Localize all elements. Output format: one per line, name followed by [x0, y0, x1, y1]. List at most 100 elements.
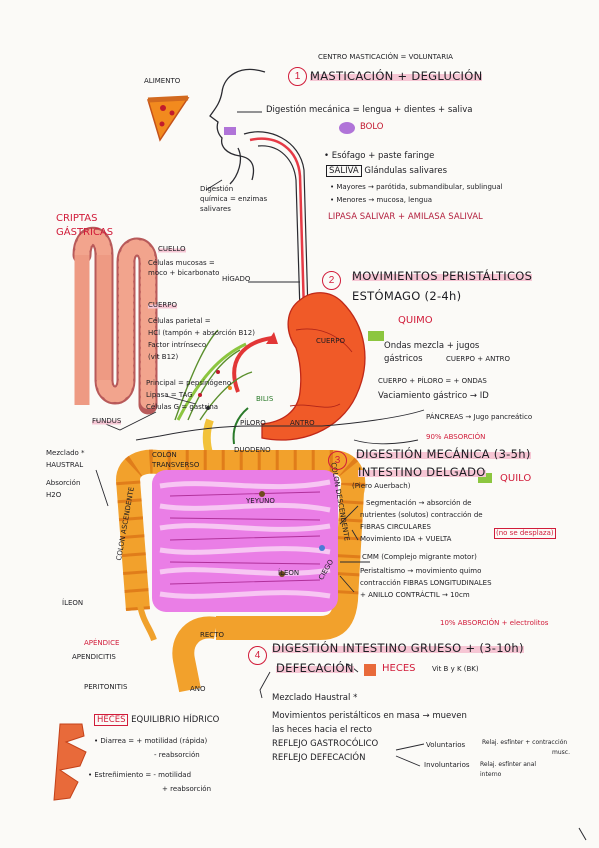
organ-cuerpo: CUERPO — [316, 337, 346, 345]
cuello-label: CUELLO — [158, 245, 186, 254]
organ-antro: ANTRO — [290, 419, 315, 427]
mezclado-2: HAUSTRAL — [46, 461, 84, 469]
bolus-mark — [224, 127, 236, 135]
organ-piloro: PÍLORO — [240, 419, 266, 427]
section3-seg-2: nutrientes (solutos) contracción de — [360, 511, 483, 519]
bottom-estrenimiento-2: + reabsorción — [162, 785, 212, 793]
label-alimento: ALIMENTO — [144, 77, 181, 85]
section4-reflejo-gastro: REFLEJO GASTROCÓLICO — [272, 739, 379, 749]
criptas-label-2: GÁSTRICAS — [56, 227, 114, 238]
organ-yeyuno: YEYUNO — [246, 497, 275, 505]
section3-cmm: CMM (Complejo migrante motor) — [362, 553, 477, 561]
section-3-subtitle: (Piero Auerbach) — [352, 482, 411, 490]
peritonitis-label: PERITONITIS — [84, 683, 128, 691]
section4-mezclado: Mezclado Haustral * — [272, 693, 358, 703]
principal-2: Lipasa = TAG — [146, 391, 193, 399]
section-3-title-1: DIGESTIÓN MECÁNICA (3-5h) — [356, 447, 531, 461]
organ-ano: ANO — [190, 685, 206, 693]
section4-absorcion: 10% ABSORCIÓN + electrolitos — [440, 619, 549, 627]
section4-involuntarios-desc-2: interno — [480, 771, 502, 778]
criptas-label-1: CRIPTAS — [56, 213, 98, 224]
cuerpo-desc-4: (vit B12) — [148, 353, 179, 361]
organ-higado: HÍGADO — [222, 275, 251, 283]
section2-pancreas: PÁNCREAS → Jugo pancreático — [426, 413, 533, 421]
section2-ondas-pos: CUERPO + ANTRO — [446, 355, 511, 363]
gastric-pit-drawing — [174, 329, 253, 421]
section1-bolo: BOLO — [360, 122, 384, 132]
section2-vaciamiento: Vaciamiento gástrico → ID — [378, 391, 489, 401]
section4-reflejo-def: REFLEJO DEFECACIÓN — [272, 753, 366, 763]
saliva-box: SALIVA — [326, 165, 362, 177]
cuerpo-desc-2: HCl (tampón + absorción B12) — [148, 329, 255, 337]
section4-voluntarios-desc-1: Relaj. esfínter + contracción — [482, 739, 568, 746]
section1-saliva-row: SALIVA Glándulas salivares — [326, 165, 447, 177]
section4-involuntarios: Involuntarios — [424, 761, 470, 769]
fundus-label: FUNDUS — [92, 417, 122, 426]
section2-quimo: QUIMO — [398, 315, 433, 326]
saliva-glands: Glándulas salivares — [364, 166, 447, 176]
principal-3: Células G = gastrina — [146, 403, 219, 411]
section1-enzymes: LIPASA SALIVAR + AMILASA SALIVAL — [328, 212, 483, 222]
section2-absorcion: 90% ABSORCIÓN — [426, 433, 486, 441]
organ-ileon: ÍLEON — [278, 569, 300, 577]
section2-ondas-1: Ondas mezcla + jugos — [384, 341, 480, 351]
large-intestine — [116, 449, 366, 640]
section3-peristaltismo-2: contracción FIBRAS LONGITUDINALES — [360, 579, 492, 587]
apendice-label: APÉNDICE — [84, 639, 120, 647]
section4-involuntarios-desc-1: Relaj. esfínter anal — [480, 761, 537, 768]
section-2-title-1: MOVIMIENTOS PERISTÁLTICOS — [352, 269, 533, 283]
apendicitis-label: APENDICITIS — [72, 653, 116, 661]
section4-mov-2: las heces hacia el recto — [272, 725, 372, 735]
mezclado-1: Mezclado * — [46, 449, 85, 457]
mezclado-3: Absorción — [46, 479, 81, 487]
bottom-diarrea-1: • Diarrea = + motilidad (rápida) — [94, 737, 208, 745]
section4-heces: HECES — [382, 663, 416, 674]
chemical-digestion-1: Digestión — [200, 185, 234, 193]
section3-no-desplaza: (no se desplaza) — [494, 528, 556, 540]
organ-colon-transverso-1: COLON — [152, 451, 177, 459]
stomach — [261, 292, 366, 441]
section3-anillo: + ANILLO CONTRÁCTIL → 10cm — [360, 591, 470, 599]
section3-quilo: QUILO — [500, 473, 532, 484]
cuerpo-desc-1: Células parietal = — [148, 317, 211, 325]
small-intestine — [152, 470, 338, 612]
section1-mechanical: Digestión mecánica = lengua + dientes + … — [266, 105, 473, 115]
cuerpo-gland-label: CUERPO — [148, 301, 178, 310]
mezclado-4: H2O — [46, 491, 62, 499]
section-2-title-2: ESTÓMAGO (2-4h) — [352, 289, 462, 303]
section4-mov-1: Movimientos peristálticos en masa → muev… — [272, 711, 467, 721]
section-3-title-2: INTESTINO DELGADO — [358, 465, 486, 479]
section3-movimiento: Movimiento IDA + VUELTA — [360, 535, 452, 543]
section4-voluntarios-desc-2: musc. — [552, 749, 570, 756]
bottom-heces-row: HECES EQUILIBRIO HÍDRICO — [94, 714, 220, 726]
principal-1: Principal = pepsinógeno — [146, 379, 232, 387]
section-4-number: 4 — [248, 646, 267, 665]
section1-major-glands: • Mayores → parótida, submandibular, sub… — [330, 183, 503, 191]
cuello-desc-2: moco + bicarbonato — [148, 269, 220, 277]
top-note: CENTRO MASTICACIÓN = VOLUNTARIA — [318, 53, 453, 61]
esophagus — [243, 131, 309, 313]
pizza-icon — [147, 95, 190, 142]
cuerpo-desc-3: Factor intrínseco — [148, 341, 207, 349]
cuello-desc-1: Células mucosas = — [148, 259, 215, 267]
section3-seg-1: Segmentación → absorción de — [366, 499, 472, 507]
feces-drawing — [53, 723, 87, 801]
bottom-estrenimiento-1: • Estreñimiento = - motilidad — [88, 771, 192, 779]
bottom-equilibrio: EQUILIBRIO HÍDRICO — [131, 715, 220, 725]
head-profile-outline — [209, 68, 266, 185]
organ-colon-transverso-2: TRANSVERSO — [152, 461, 200, 469]
section-3-number: 3 — [328, 451, 347, 470]
bottom-heces-box: HECES — [94, 714, 129, 726]
chemical-digestion-3: salivares — [200, 205, 231, 213]
organ-duodeno: DUODENO — [234, 446, 271, 454]
feces-mark — [364, 664, 376, 676]
bolo-blob — [339, 122, 355, 134]
section-1-title: MASTICACIÓN + DEGLUCIÓN — [310, 69, 483, 83]
ileon-side-label: ÍLEON — [62, 599, 84, 607]
organ-recto: RECTO — [200, 631, 224, 639]
section1-esophagus: • Esófago + paste faringe — [324, 151, 435, 161]
gastric-gland-tubes — [72, 226, 158, 415]
chemical-digestion-2: química = enzimas — [200, 195, 268, 203]
organ-bilis: BILIS — [256, 395, 274, 403]
